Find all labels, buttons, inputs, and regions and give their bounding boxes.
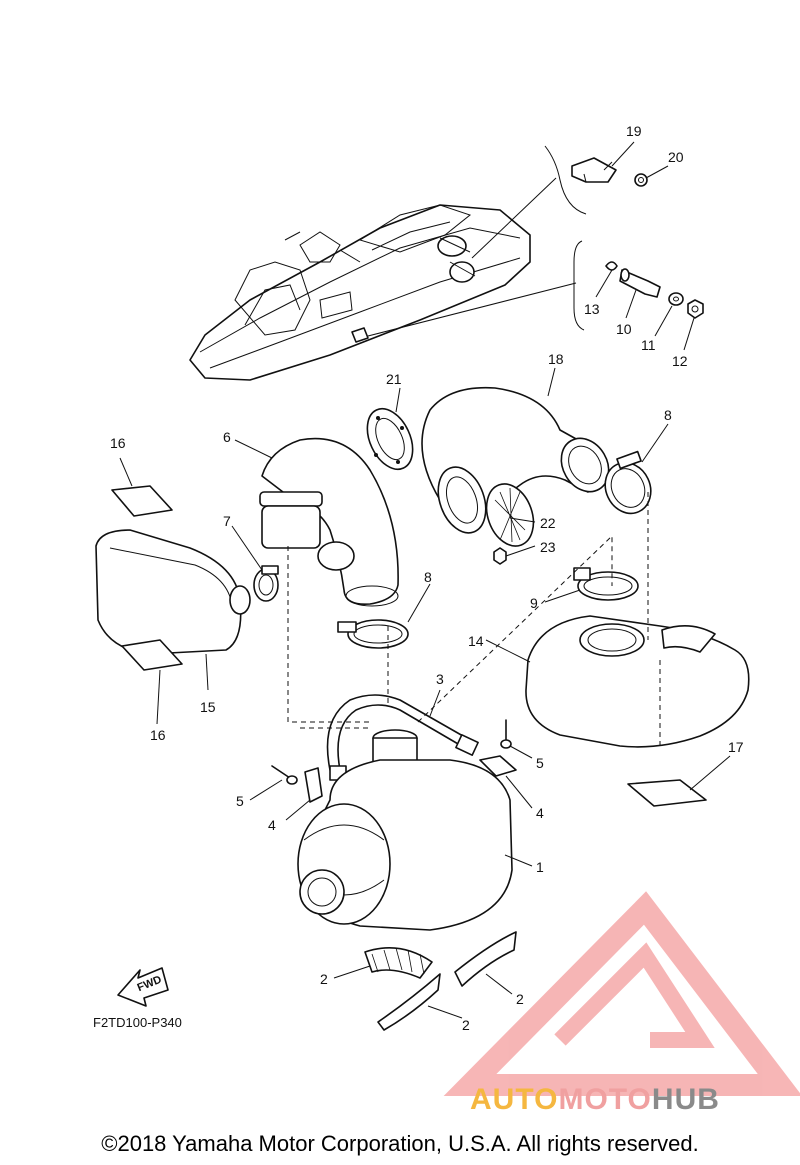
callout-10: 10 <box>616 321 632 337</box>
watermark-hub: HUB <box>651 1083 720 1116</box>
callout-4-right: 4 <box>536 805 544 821</box>
callout-16-top: 16 <box>110 435 126 451</box>
part-5-rivet-left <box>271 765 298 785</box>
part-11-washer <box>668 292 684 306</box>
callout-12: 12 <box>672 353 688 369</box>
watermark-logo <box>443 891 800 1096</box>
part-17-pad <box>627 779 707 807</box>
part-4-bracket-left <box>304 767 323 803</box>
inset-brackets <box>367 145 587 337</box>
callout-8-lower: 8 <box>424 569 432 585</box>
fwd-arrow-icon: FWD <box>117 967 169 1007</box>
part-8-clamp-lower <box>337 619 409 649</box>
assembly-lines <box>287 492 661 748</box>
reference-code: F2TD100-P340 <box>93 1015 182 1030</box>
callout-19: 19 <box>626 123 642 139</box>
callout-labels: 19 20 13 10 11 12 21 18 8 16 6 7 22 23 8… <box>110 123 744 1033</box>
part-20-nut <box>634 173 648 187</box>
part-14-resonator <box>525 615 750 748</box>
part-15-intake-box <box>95 529 251 655</box>
part-16-pad-bottom <box>121 639 183 671</box>
callout-17: 17 <box>728 739 744 755</box>
callout-2-left: 2 <box>320 971 328 987</box>
part-19-bracket <box>571 157 617 183</box>
callout-16-bottom: 16 <box>150 727 166 743</box>
part-23-nut <box>493 547 507 565</box>
callout-21: 21 <box>386 371 402 387</box>
part-12-nut <box>687 299 704 319</box>
callout-6: 6 <box>223 429 231 445</box>
callout-2-right: 2 <box>516 991 524 1007</box>
copyright-notice: ©2018 Yamaha Motor Corporation, U.S.A. A… <box>101 1131 699 1156</box>
part-3-strap <box>326 694 479 781</box>
callout-leaders <box>119 141 731 1019</box>
callout-23: 23 <box>540 539 556 555</box>
part-22-gasket <box>437 466 535 547</box>
watermark-text: AUTOMOTOHUB <box>470 1083 720 1117</box>
callout-7: 7 <box>223 513 231 529</box>
part-10-stud <box>619 268 661 298</box>
watermark-auto: AUTO <box>470 1083 559 1116</box>
part-2-pad-b <box>454 931 517 987</box>
part-2-pad-a <box>364 946 433 979</box>
callout-8-top: 8 <box>664 407 672 423</box>
callout-18: 18 <box>548 351 564 367</box>
callout-9: 9 <box>530 595 538 611</box>
callout-1: 1 <box>536 859 544 875</box>
part-16-pad-top <box>111 485 173 517</box>
part-9-clamp <box>573 567 639 601</box>
callout-3: 3 <box>436 671 444 687</box>
watercraft-overview <box>189 204 531 381</box>
part-2-pad-c <box>377 973 441 1031</box>
callout-22: 22 <box>540 515 556 531</box>
watermark-moto: MOTO <box>558 1083 652 1116</box>
part-6-intake-duct <box>259 437 399 607</box>
callout-4-left: 4 <box>268 817 276 833</box>
part-13-clip <box>605 261 618 271</box>
part-8-clamp-top <box>604 450 652 515</box>
part-5-rivet-right <box>500 719 512 749</box>
callout-13: 13 <box>584 301 600 317</box>
callout-15: 15 <box>200 699 216 715</box>
callout-5-right: 5 <box>536 755 544 771</box>
part-1-air-filter-case <box>297 729 513 931</box>
part-4-bracket-right <box>479 755 517 777</box>
callout-2-bottom: 2 <box>462 1017 470 1033</box>
part-21-plate <box>366 407 414 471</box>
callout-5-left: 5 <box>236 793 244 809</box>
callout-11: 11 <box>641 337 656 353</box>
part-7-clamp <box>253 565 279 602</box>
callout-14: 14 <box>468 633 484 649</box>
callout-20: 20 <box>668 149 684 165</box>
